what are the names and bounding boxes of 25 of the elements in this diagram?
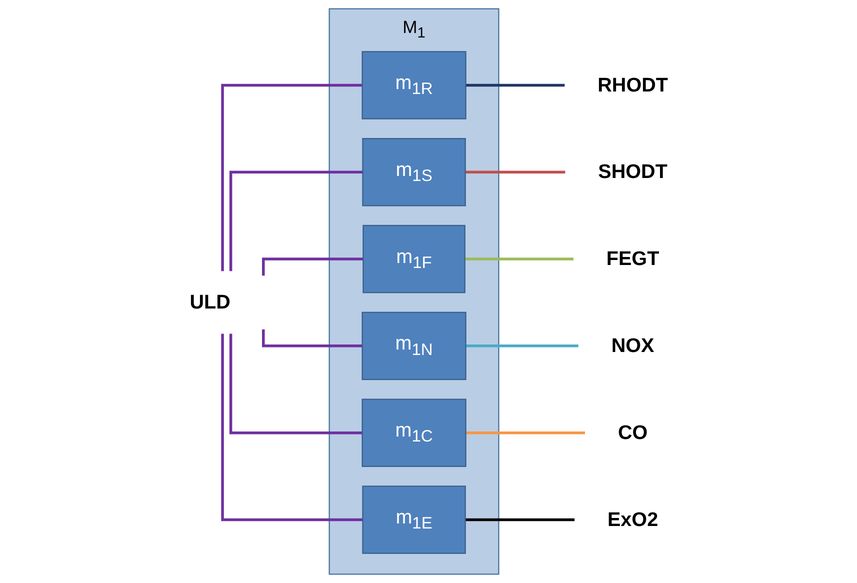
connector (464, 84, 564, 87)
connector (229, 170, 362, 272)
connector (229, 334, 362, 434)
node-text: SHODT (598, 160, 668, 183)
node-text: FEGT (606, 247, 659, 270)
node-text: NOX (610, 334, 654, 356)
node-box: m$_{1R}$ (361, 51, 466, 120)
node-box: m$_{1N}$ (361, 312, 466, 380)
connector (464, 170, 565, 174)
connector (463, 258, 574, 260)
connector (262, 258, 363, 276)
node-box: m$_{1S}$ (362, 138, 466, 206)
node-box: m$_{1F}$ (362, 224, 466, 294)
node-text: RHODT (597, 74, 668, 96)
node-text: CO (618, 421, 648, 444)
node-box: m$_{1C}$ (361, 398, 466, 467)
node-box: m$_{1E}$ (362, 486, 466, 554)
connector (464, 344, 578, 348)
connector (220, 84, 362, 272)
node-text: ULD (189, 290, 230, 313)
node-text: ExO2 (607, 508, 658, 530)
connector (220, 334, 362, 522)
connector (464, 431, 585, 434)
connector (464, 518, 574, 522)
connector (262, 329, 362, 348)
